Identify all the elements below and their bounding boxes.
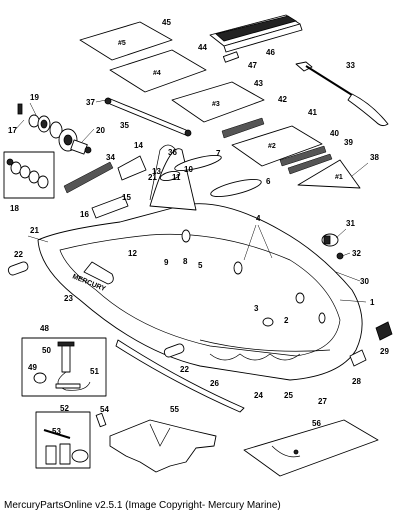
callout-40: 40	[330, 129, 339, 138]
callout-38: 38	[370, 153, 379, 162]
valve-assembly-17	[17, 103, 92, 155]
callout-6: 6	[266, 177, 271, 186]
callout-1: 1	[370, 298, 375, 307]
callout-20: 20	[96, 126, 105, 135]
storage-bag-56	[243, 419, 379, 477]
copyright-caption: MercuryPartsOnline v2.5.1 (Image Copyrig…	[4, 500, 281, 511]
callout-37: 37	[86, 98, 95, 107]
callout-18: 18	[10, 204, 19, 213]
callout-16: 16	[80, 210, 89, 219]
callout-11: 11	[172, 173, 181, 182]
floor-panel-3: #3	[171, 81, 265, 123]
exploded-parts-diagram: #5 #4 #3 #2 #1	[3, 14, 393, 477]
plate-16	[91, 195, 129, 219]
callout-30: 30	[360, 277, 369, 286]
callout-54: 54	[100, 405, 109, 414]
callout-3: 3	[254, 304, 259, 313]
callout-2: 2	[284, 316, 289, 325]
callout-35: 35	[120, 121, 129, 130]
callout-41: 41	[308, 108, 317, 117]
callout-10: 10	[184, 165, 193, 174]
stringer-42	[221, 117, 265, 139]
callout-51: 51	[90, 367, 99, 376]
rub-strake-10	[159, 170, 181, 182]
callout-43: 43	[254, 79, 263, 88]
callout-27: 27	[318, 397, 327, 406]
callout-55: 55	[170, 405, 179, 414]
floor-label-2: #2	[268, 143, 276, 150]
callout-26: 26	[210, 379, 219, 388]
bag-14	[117, 155, 147, 181]
floor-label-3: #3	[212, 101, 220, 108]
callout-50: 50	[42, 346, 51, 355]
callout-13: 13	[152, 167, 161, 176]
callout-32: 32	[352, 249, 361, 258]
callout-46: 46	[266, 48, 275, 57]
callout-33: 33	[346, 61, 355, 70]
oar-33	[295, 61, 389, 127]
callout-21a: 21	[148, 173, 157, 182]
callout-36: 36	[168, 148, 177, 157]
callout-8: 8	[183, 257, 188, 266]
callout-42: 42	[278, 95, 287, 104]
floor-panel-4: #4	[109, 49, 207, 93]
pump-kit-48	[21, 337, 107, 397]
callout-15: 15	[122, 193, 131, 202]
stringer-39	[287, 153, 333, 175]
boat-cover-55	[109, 419, 217, 473]
floor-panel-5: #5	[79, 21, 173, 61]
rub-strake-26	[115, 339, 245, 413]
callout-24: 24	[254, 391, 263, 400]
callout-39: 39	[344, 138, 353, 147]
callout-52: 52	[60, 404, 69, 413]
callout-56: 56	[312, 419, 321, 428]
callout-19: 19	[30, 93, 39, 102]
callout-29: 29	[380, 347, 389, 356]
floor-label-1: #1	[335, 174, 343, 181]
callout-45: 45	[162, 18, 171, 27]
stringer-35	[104, 97, 192, 137]
floor-label-4: #4	[153, 70, 161, 77]
callout-9: 9	[164, 258, 169, 267]
callout-31: 31	[346, 219, 355, 228]
rub-strake-7	[174, 154, 222, 172]
callout-53: 53	[52, 427, 61, 436]
callout-25: 25	[284, 391, 293, 400]
keel-6	[210, 178, 262, 198]
callout-7: 7	[216, 149, 221, 158]
callout-21b: 21	[30, 226, 39, 235]
callout-28: 28	[352, 377, 361, 386]
floor-panel-1: #1	[297, 159, 361, 189]
callout-labels: 1 2 3 4 5 6 7 8 9 10 11 12 13 14 15 16 1…	[8, 18, 389, 436]
callout-22b: 22	[180, 365, 189, 374]
seat-46	[209, 14, 303, 53]
handle-22a	[7, 261, 29, 276]
callout-5: 5	[198, 261, 203, 270]
valve-31	[321, 233, 344, 260]
tube-54	[95, 412, 107, 428]
part-28	[349, 349, 367, 367]
repair-kit-52	[35, 411, 91, 469]
callout-48: 48	[40, 324, 49, 333]
callout-23: 23	[64, 294, 73, 303]
stringer-34	[63, 161, 114, 194]
callout-12: 12	[128, 249, 137, 258]
repair-kit-18	[3, 151, 55, 199]
seat-clip-47	[222, 51, 240, 63]
callout-17: 17	[8, 126, 17, 135]
part-29	[375, 321, 393, 341]
callout-14: 14	[134, 141, 143, 150]
callout-4: 4	[256, 214, 261, 223]
floor-label-5: #5	[118, 40, 126, 47]
callout-47: 47	[248, 61, 257, 70]
callout-49: 49	[28, 363, 37, 372]
callout-34: 34	[106, 153, 115, 162]
handle-22b	[163, 343, 185, 358]
leader-lines	[13, 99, 369, 303]
floor-panel-2: #2	[231, 125, 323, 167]
callout-22a: 22	[14, 250, 23, 259]
callout-44: 44	[198, 43, 207, 52]
stringer-40	[279, 145, 327, 167]
